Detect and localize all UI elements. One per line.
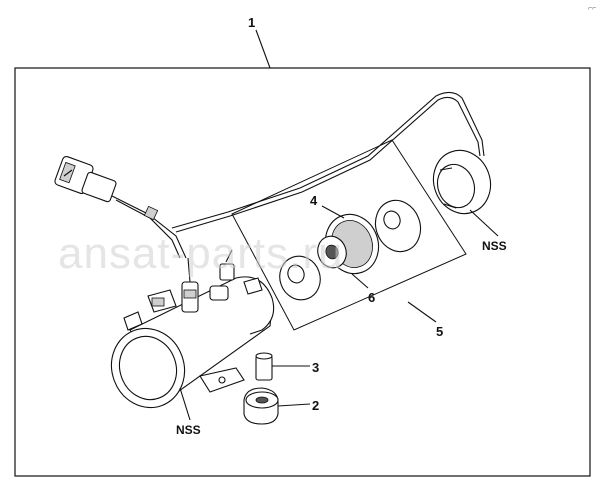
leader-nss-right bbox=[469, 209, 499, 237]
filter-cover bbox=[432, 149, 492, 215]
fuel-tube bbox=[171, 91, 485, 229]
callout-1: 1 bbox=[248, 15, 255, 30]
callout-2: 2 bbox=[312, 398, 319, 413]
filter-element bbox=[317, 213, 380, 275]
callout-5: 5 bbox=[436, 324, 443, 339]
filter-kit-outline bbox=[231, 139, 467, 331]
callout-3: 3 bbox=[312, 360, 319, 375]
spacer bbox=[255, 352, 273, 381]
leader-4 bbox=[321, 205, 345, 219]
rubber-mount bbox=[243, 387, 279, 425]
leader-6 bbox=[351, 273, 369, 289]
leader-2 bbox=[277, 403, 311, 407]
callout-6: 6 bbox=[368, 290, 375, 305]
leader-5 bbox=[407, 301, 437, 323]
filter-washer-right bbox=[374, 199, 422, 253]
leader-1 bbox=[255, 29, 271, 69]
corner-mark: ⌐⌐ bbox=[588, 5, 596, 12]
leader-nss-bottom bbox=[179, 387, 191, 421]
assembly-frame bbox=[14, 67, 591, 477]
nss-label-right: NSS bbox=[482, 239, 507, 253]
wiring-harness bbox=[54, 156, 187, 259]
filter-washer-left bbox=[279, 255, 321, 301]
callout-4: 4 bbox=[310, 193, 318, 208]
fuel-tube-inner bbox=[175, 96, 481, 233]
nss-label-bottom: NSS bbox=[176, 423, 201, 437]
watermark: ansat-parts.ru bbox=[58, 229, 343, 278]
fuel-pump-body bbox=[110, 249, 275, 409]
